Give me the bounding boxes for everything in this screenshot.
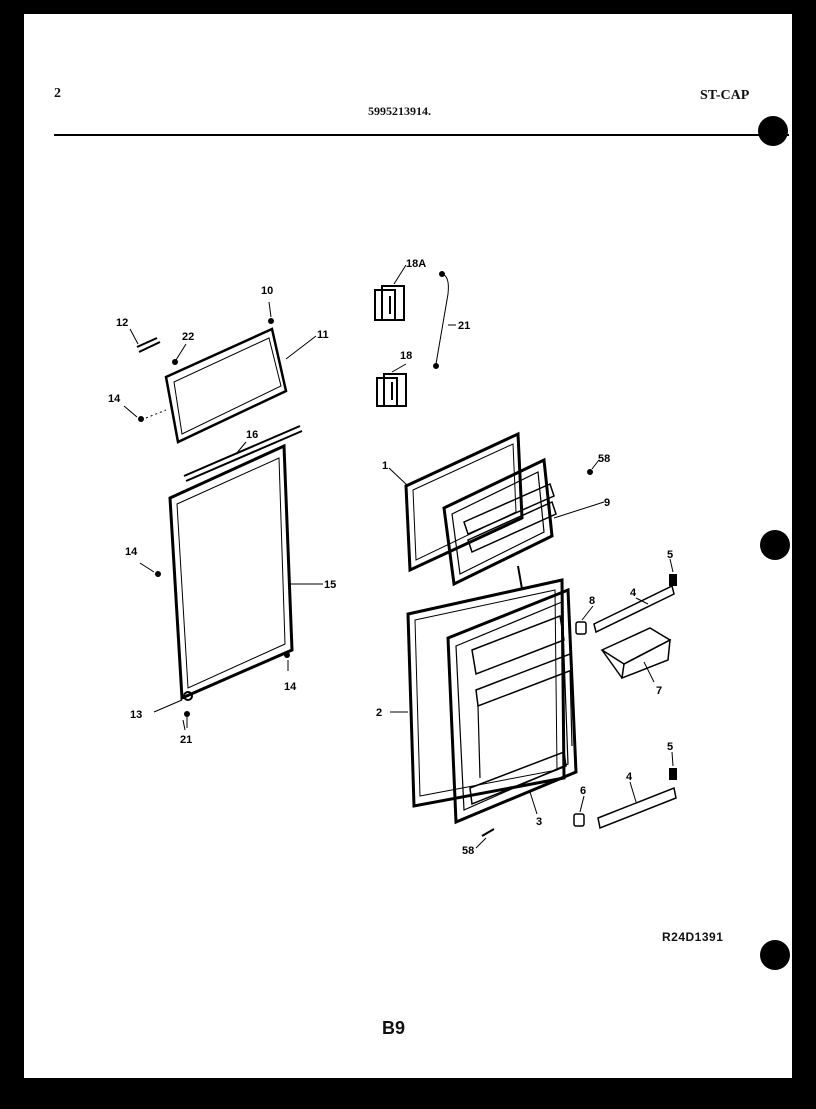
callout-5-upper: 5 (667, 549, 673, 561)
callout-14-mid: 14 (125, 546, 138, 558)
binder-hole-middle (760, 530, 790, 560)
leader-lines (123, 264, 674, 849)
bracket-part-18 (376, 373, 407, 407)
binder-hole-top (758, 116, 788, 146)
callout-11: 11 (317, 329, 329, 341)
callout-18: 18 (400, 350, 412, 362)
page-number: 2 (54, 86, 61, 101)
screw-part-10 (268, 318, 274, 324)
callout-12: 12 (116, 317, 128, 329)
callout-15: 15 (324, 579, 336, 591)
callout-5-lower: 5 (667, 741, 673, 753)
drawing-code: R24D1391 (662, 930, 724, 944)
callout-21-upper: 21 (458, 320, 470, 332)
callout-8: 8 (589, 595, 595, 607)
screw-part-14-lower (284, 652, 290, 658)
freezer-door-liner-part-9 (442, 457, 557, 587)
callout-7: 7 (656, 685, 662, 697)
callout-22: 22 (182, 331, 194, 343)
callout-9: 9 (604, 497, 610, 509)
clip-part-8 (575, 621, 587, 635)
handle-part-12 (136, 337, 161, 353)
callout-58-upper: 58 (598, 453, 610, 465)
callout-4-upper: 4 (630, 587, 637, 599)
shelf-bar-part-4-lower (597, 786, 677, 830)
fresh-food-door-gasket (168, 443, 294, 701)
screw-part-58-upper (587, 469, 593, 475)
exploded-parts-diagram: 12 22 10 11 14 16 14 15 14 13 21 18A 21 … (108, 258, 677, 857)
freezer-door-gasket (164, 327, 288, 444)
callout-4-lower: 4 (626, 771, 633, 783)
callout-18a: 18A (406, 258, 426, 270)
callout-14-lower: 14 (284, 681, 297, 693)
clip-part-6 (573, 813, 585, 827)
strip-part-16 (183, 425, 303, 482)
diagram-sheet: 2 5995213914. ST-CAP (24, 14, 792, 1078)
fresh-food-door-liner-part-3 (446, 587, 578, 825)
model-code: ST-CAP (700, 88, 750, 103)
screw-part-14-upper (138, 416, 144, 422)
callout-6: 6 (580, 785, 586, 797)
callout-2: 2 (376, 707, 382, 719)
pin-part-21-lower (184, 711, 190, 728)
callout-13: 13 (130, 709, 142, 721)
end-cap-part-5-upper (669, 574, 677, 586)
hinge-part-13 (183, 691, 193, 701)
bracket-part-18a (374, 285, 405, 321)
screw-part-14-mid (155, 571, 161, 577)
callout-58-lower: 58 (462, 845, 474, 857)
shelf-bar-part-4-upper (593, 584, 675, 634)
freezer-inner-gasket-part-1 (404, 431, 524, 573)
pin-part-21-upper (433, 271, 449, 369)
callout-16: 16 (246, 429, 258, 441)
binder-hole-bottom (760, 940, 790, 970)
part-number: 5995213914. (368, 104, 431, 118)
callout-1: 1 (382, 460, 388, 472)
callout-14-upper: 14 (108, 393, 121, 405)
dairy-bin-part-7 (600, 627, 672, 680)
screw-part-22 (172, 359, 178, 365)
callout-10: 10 (261, 285, 273, 297)
page-label: B9 (382, 1018, 406, 1038)
screw-part-58-lower (481, 828, 495, 837)
header-rule (54, 134, 789, 136)
callout-labels: 12 22 10 11 14 16 14 15 14 13 21 18A 21 … (108, 258, 673, 857)
end-cap-part-5-lower (669, 768, 677, 780)
callout-21-lower: 21 (180, 734, 192, 746)
fresh-food-inner-gasket-part-2 (406, 578, 566, 808)
callout-3: 3 (536, 816, 542, 828)
